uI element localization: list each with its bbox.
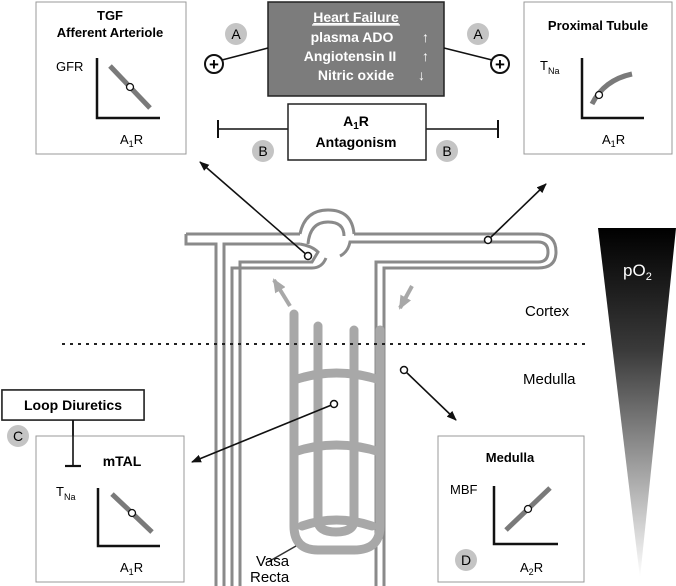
antagonism-line1: A1R (343, 113, 369, 132)
hf-item-plasma-ado: plasma ADO (311, 29, 394, 45)
badge-b-left: B (252, 140, 274, 162)
hf-arrow-plasma-ado: ↑ (422, 29, 429, 45)
svg-text:Loop Diuretics: Loop Diuretics (24, 397, 122, 413)
mtal-panel: Loop Diuretics mTAL TNa A1R (1, 389, 185, 583)
svg-text:B: B (442, 143, 451, 159)
mtal-title: mTAL (103, 453, 142, 469)
po2-gradient: pO2 (598, 228, 676, 578)
svg-text:D: D (461, 552, 471, 568)
svg-text:+: + (495, 55, 505, 74)
proximal-title: Proximal Tubule (548, 18, 648, 33)
medulla-x-label: A2R (520, 560, 543, 577)
pointer-arrows (191, 161, 547, 463)
medulla-title: Medulla (486, 450, 535, 465)
nephron-tubule (184, 208, 558, 586)
tgf-x-label: A1R (120, 132, 143, 149)
proximal-y-label: TNa (540, 58, 559, 76)
svg-text:C: C (13, 428, 23, 444)
heart-failure-title: Heart Failure (313, 9, 399, 25)
vasa-recta-vessels (289, 309, 385, 555)
vasa-recta-pointer (267, 545, 297, 563)
cortex-label: Cortex (525, 303, 570, 320)
plus-right: + (490, 54, 510, 74)
hf-arrow-angiotensin: ↑ (422, 48, 429, 64)
badge-b-right: B (436, 140, 458, 162)
mtal-x-label: A1R (120, 560, 143, 577)
plus-left: + (204, 54, 224, 74)
tgf-panel: TGF Afferent Arteriole GFR A1R (35, 1, 187, 155)
hf-connectors (221, 47, 493, 61)
svg-text:+: + (209, 55, 219, 74)
vessel-flow-arrows (272, 278, 414, 310)
proximal-tubule-panel: Proximal Tubule TNa A1R (523, 1, 673, 155)
medulla-label: Medulla (523, 371, 576, 388)
hf-item-angiotensin: Angiotensin II (304, 48, 397, 64)
tgf-title-2: Afferent Arteriole (57, 25, 163, 40)
antagonism-box: A1R Antagonism (217, 103, 499, 161)
badge-d: D (455, 549, 477, 571)
proximal-x-label: A1R (602, 132, 625, 149)
tgf-title-1: TGF (97, 8, 123, 23)
hf-item-nitric-oxide: Nitric oxide (318, 67, 394, 83)
svg-text:A: A (231, 26, 241, 42)
badge-a-left: A (225, 23, 247, 45)
site-markers (303, 235, 493, 409)
svg-text:A: A (473, 26, 483, 42)
badge-c: C (7, 425, 29, 447)
hf-arrow-nitric-oxide: ↓ (418, 67, 425, 83)
antagonism-line2: Antagonism (316, 134, 397, 150)
medulla-y-label: MBF (450, 482, 478, 497)
heart-failure-box: Heart Failure plasma ADO ↑ Angiotensin I… (267, 1, 445, 97)
svg-text:B: B (258, 143, 267, 159)
vasa-recta-label-1: Vasa (256, 553, 290, 570)
badge-a-right: A (467, 23, 489, 45)
mtal-y-label: TNa (56, 484, 75, 502)
vasa-recta-label-2: Recta (250, 569, 290, 586)
tgf-y-label: GFR (56, 59, 83, 74)
po2-label: pO2 (623, 261, 652, 283)
